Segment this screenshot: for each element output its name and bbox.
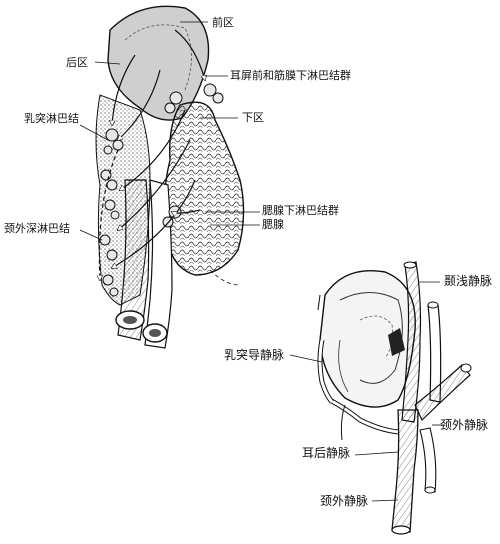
- external-jugular-trunk: [391, 409, 419, 533]
- label-external-jugular-vein-upper: 颈外静脉: [440, 418, 489, 432]
- jugular-vessel-left: [117, 179, 150, 341]
- label-posterior-auricular-vein: 耳后静脉: [302, 446, 351, 460]
- auricle-shape: [107, 5, 210, 121]
- label-parotid-gland: 腮腺: [262, 218, 284, 231]
- vein-drainage-figure: [289, 261, 472, 535]
- parotid-gland-shape: [163, 101, 245, 276]
- label-mastoid-emissary-vein: 乳突导静脉: [224, 348, 285, 362]
- label-superficial-temporal-vein: 颞浅静脉: [444, 274, 493, 288]
- label-preauricular-nodes: 耳屏前和筋膜下淋巴结群: [230, 69, 351, 82]
- label-subparotid-nodes: 腮腺下淋巴结群: [262, 204, 339, 217]
- drainage-arrows: [99, 29, 205, 280]
- label-posterior-zone: 后区: [66, 56, 88, 69]
- label-mastoid-nodes: 乳突淋巴结: [24, 112, 79, 125]
- label-anterior-zone: 前区: [212, 16, 234, 29]
- label-external-jugular-vein-lower: 颈外静脉: [320, 494, 369, 508]
- label-inferior-zone: 下区: [242, 111, 264, 124]
- label-ext-jugular-deep-nodes: 颈外深淋巴结: [4, 222, 70, 235]
- lymph-drainage-figure: [79, 5, 260, 349]
